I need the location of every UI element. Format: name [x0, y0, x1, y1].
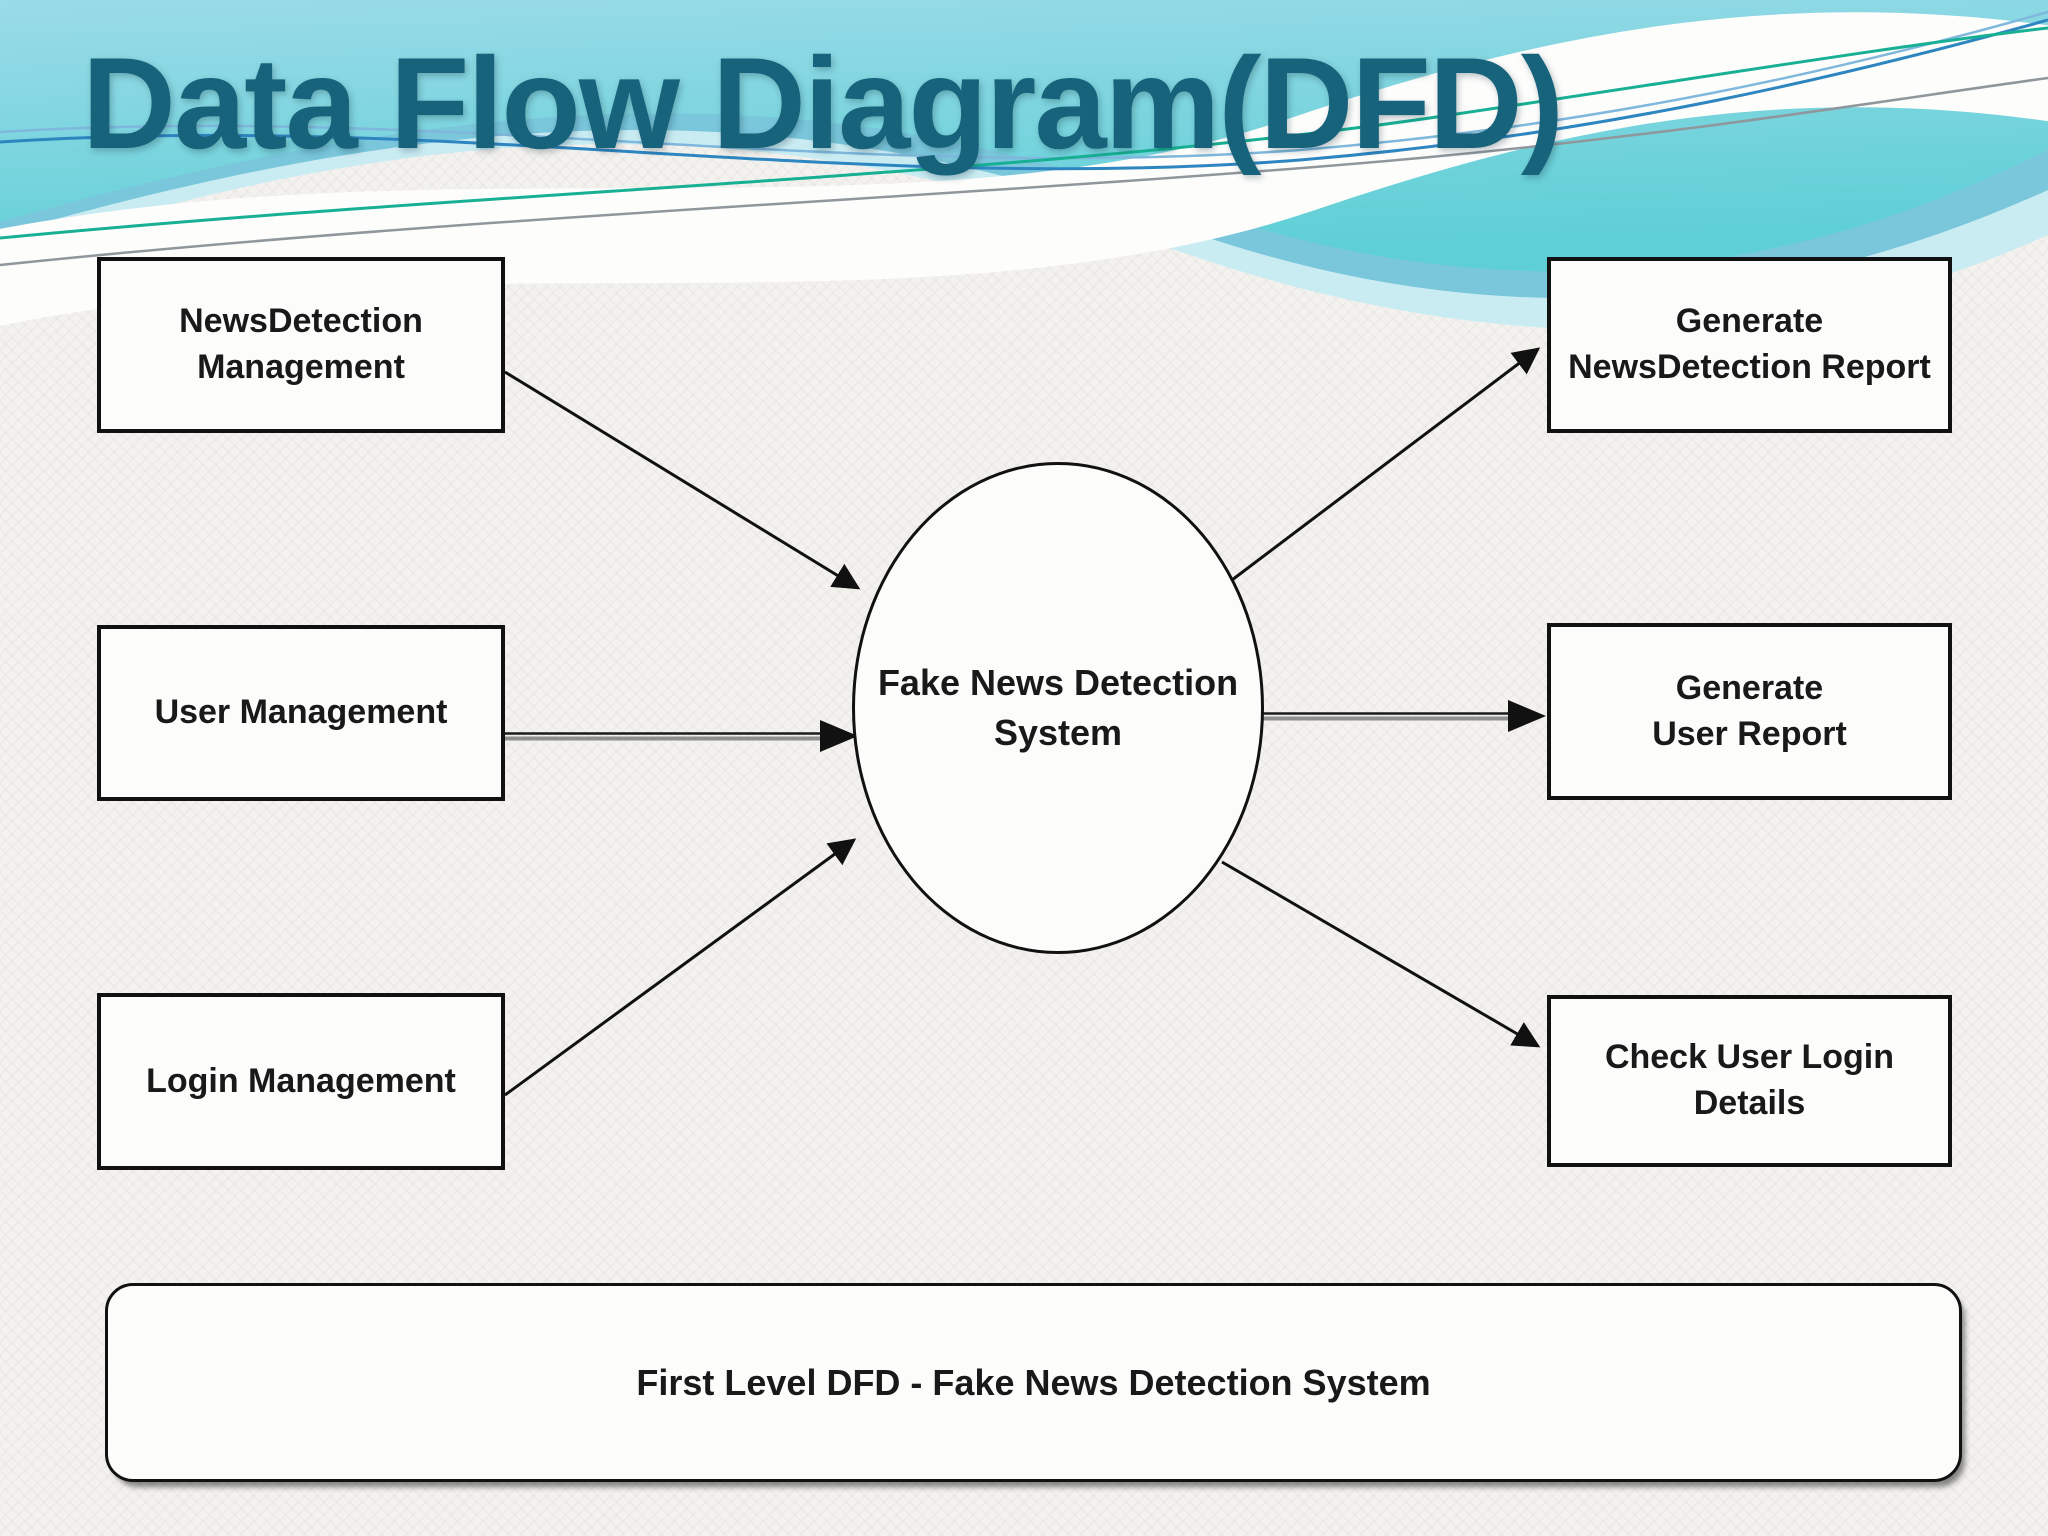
diagram-caption-banner: First Level DFD - Fake News Detection Sy… [105, 1283, 1962, 1482]
entity-box-generate-newsdetection-report: Generate NewsDetection Report [1547, 257, 1952, 433]
entity-label-line: Generate [1675, 668, 1824, 707]
wave-white-swoosh [0, 12, 2048, 326]
entity-box-login-management: Login Management [97, 993, 505, 1170]
entity-label-line: Check User Login [1604, 1038, 1895, 1077]
page-title: Data Flow Diagram(DFD) [82, 30, 1564, 176]
entity-label-line: User Management [154, 693, 448, 732]
accent-line-gray [0, 76, 2048, 267]
entity-label-line: NewsDetection [179, 302, 423, 341]
entity-label-line: NewsDetection Report [1568, 348, 1931, 386]
entity-box-user-management: User Management [97, 625, 505, 801]
process-label-line: System [993, 712, 1123, 753]
entity-box-generate-user-report: Generate User Report [1547, 623, 1952, 800]
entity-label-line: Login Management [146, 1061, 456, 1100]
entity-box-news-detection-management: NewsDetection Management [97, 257, 505, 433]
diagram-caption: First Level DFD - Fake News Detection Sy… [636, 1361, 1431, 1403]
entity-box-check-user-login-details: Check User Login Details [1547, 995, 1952, 1167]
flow-process-to-user-report [1262, 700, 1546, 732]
flow-process-to-newsdetection-report [1227, 347, 1541, 585]
accent-line-blue [0, 18, 2048, 171]
process-label-line: Fake News Detection [877, 661, 1239, 703]
entity-label-line: Generate [1675, 302, 1824, 341]
accent-line-teal [0, 26, 2048, 240]
flow-user-to-process [505, 720, 858, 752]
accent-line-light-blue [0, 10, 2048, 160]
entity-label-line: User Report [1652, 714, 1847, 753]
header-wave-decoration [0, 0, 2048, 330]
flow-process-to-check-login [1221, 860, 1541, 1048]
flow-login-to-process [504, 838, 857, 1097]
process-ellipse-fake-news-detection-system: Fake News Detection System [852, 462, 1264, 954]
flow-newsdetection-to-process [504, 370, 861, 590]
entity-label-line: Management [197, 348, 405, 386]
entity-label-line: Details [1693, 1084, 1806, 1122]
